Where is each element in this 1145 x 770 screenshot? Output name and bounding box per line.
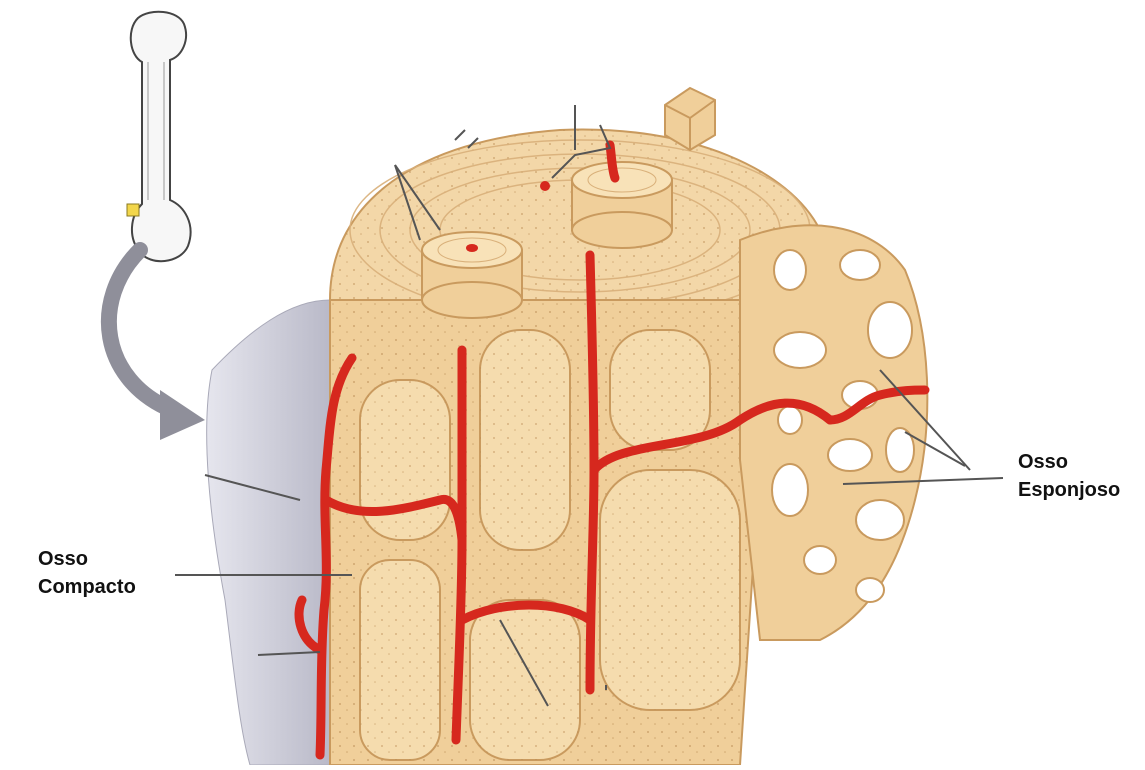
curved-arrow-icon: [109, 250, 205, 440]
spongy-bone-region: [740, 225, 927, 640]
spongy-bone-label-line1: Osso: [1018, 448, 1120, 476]
sample-location-marker: [127, 204, 139, 216]
compact-bone-label: Osso Compacto: [38, 545, 136, 601]
compact-bone-label-line1: Osso: [38, 545, 136, 573]
compact-bone-label-line2: Compacto: [38, 573, 136, 601]
periosteum-layer: [207, 300, 330, 765]
spongy-bone-label-line2: Esponjoso: [1018, 476, 1120, 504]
femur-icon: [127, 12, 191, 261]
spongy-bone-label: Osso Esponjoso: [1018, 448, 1120, 504]
